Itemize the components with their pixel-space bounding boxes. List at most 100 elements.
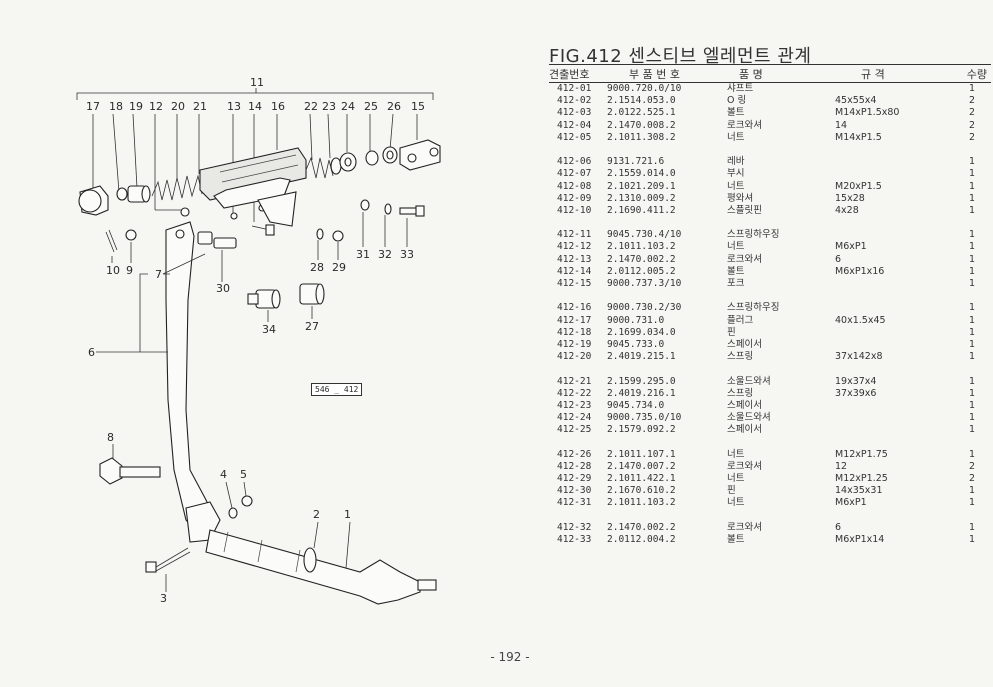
ref-number: 412-17 bbox=[557, 314, 592, 326]
nut-29 bbox=[332, 230, 344, 242]
part-spec: 6 bbox=[835, 253, 842, 265]
part-number: 2.1470.008.2 bbox=[607, 119, 676, 131]
callout-13: 13 bbox=[227, 100, 241, 113]
group-bracket-11 bbox=[76, 92, 434, 100]
part-name: 소울드와셔 bbox=[727, 412, 771, 424]
callout-14: 14 bbox=[248, 100, 262, 113]
spring-22 bbox=[305, 156, 334, 179]
ref-number: 412-22 bbox=[557, 387, 592, 399]
part-number: 2.1470.002.2 bbox=[607, 521, 676, 533]
part-spec: 4x28 bbox=[835, 204, 859, 216]
ref-number: 412-24 bbox=[557, 412, 592, 424]
part-number: 2.1599.295.0 bbox=[607, 375, 676, 387]
part-name: 볼트 bbox=[727, 533, 745, 545]
part-name: 소울드와셔 bbox=[727, 375, 771, 387]
part-number: 9000.737.3/10 bbox=[607, 278, 682, 289]
callout-7: 7 bbox=[155, 268, 162, 281]
part-name: 스프링하우징 bbox=[727, 302, 780, 314]
part-number: 2.4019.215.1 bbox=[607, 351, 676, 363]
part-number: 2.1470.007.2 bbox=[607, 460, 676, 472]
header-name: 품 명 bbox=[739, 68, 763, 81]
part-name: 로크와셔 bbox=[727, 253, 762, 265]
part-name: 볼트 bbox=[727, 107, 745, 119]
washer-9 bbox=[125, 229, 137, 241]
callout-30: 30 bbox=[216, 282, 230, 295]
nut-8 bbox=[99, 457, 161, 485]
ref-number: 412-31 bbox=[557, 497, 592, 509]
part-spec: 37x142x8 bbox=[835, 351, 883, 363]
quantity: 1 bbox=[968, 399, 975, 411]
parts-table-header: 견출번호 부 품 번 호 품 명 규 격 수량 bbox=[549, 66, 991, 82]
part-name: 너트 bbox=[727, 180, 745, 192]
ref-number: 412-06 bbox=[557, 156, 592, 168]
part-spec: 45x55x4 bbox=[835, 95, 877, 107]
part-name: 너트 bbox=[727, 448, 745, 460]
part-name: O 링 bbox=[727, 95, 747, 107]
spring-20 bbox=[151, 174, 203, 201]
part-spec: 40x1.5x45 bbox=[835, 314, 886, 326]
ref-number: 412-30 bbox=[557, 485, 592, 497]
part-number: 2.1559.014.0 bbox=[607, 168, 676, 180]
part-number: 9131.721.6 bbox=[607, 156, 665, 168]
callout-11: 11 bbox=[250, 76, 264, 89]
ref-number: 412-01 bbox=[557, 83, 592, 94]
callout-1: 1 bbox=[344, 508, 351, 521]
lock-washer-28 bbox=[316, 228, 324, 240]
part-name: 핀 bbox=[727, 326, 736, 338]
part-spec: 12 bbox=[835, 460, 848, 472]
callout-27: 27 bbox=[305, 320, 319, 333]
shaft-1 bbox=[205, 529, 437, 605]
part-name: 볼트 bbox=[727, 265, 745, 277]
ref-number: 412-14 bbox=[557, 265, 592, 277]
part-spec: M6xP1x16 bbox=[835, 265, 885, 277]
quantity: 1 bbox=[968, 485, 975, 497]
part-name: 스페이서 bbox=[727, 399, 762, 411]
header-spec: 규 격 bbox=[861, 68, 885, 81]
bolt-14 bbox=[251, 224, 275, 236]
quantity: 1 bbox=[968, 351, 975, 363]
part-number: 9000.735.0/10 bbox=[607, 412, 682, 424]
part-name: 포크 bbox=[727, 278, 745, 289]
quantity: 2 bbox=[968, 460, 975, 472]
part-name: 너트 bbox=[727, 473, 745, 484]
part-spec: 19x37x4 bbox=[835, 375, 877, 387]
quantity: 1 bbox=[968, 253, 975, 265]
part-spec: 14x35x31 bbox=[835, 485, 883, 497]
ref-number: 412-11 bbox=[557, 229, 592, 241]
quantity: 2 bbox=[968, 473, 975, 484]
part-name: 너트 bbox=[727, 241, 745, 253]
callout-22: 22 bbox=[304, 100, 318, 113]
part-number: 2.1011.107.1 bbox=[607, 448, 676, 460]
ref-number: 412-33 bbox=[557, 533, 592, 545]
ref-number: 412-09 bbox=[557, 192, 592, 204]
ref-number: 412-05 bbox=[557, 131, 592, 143]
callout-21: 21 bbox=[193, 100, 207, 113]
nut-5 bbox=[241, 495, 253, 507]
plug-17 bbox=[78, 185, 109, 216]
part-spec: 6 bbox=[835, 521, 842, 533]
part-spec: 15x28 bbox=[835, 192, 865, 204]
bush-34 bbox=[247, 289, 281, 309]
quantity: 1 bbox=[968, 338, 975, 350]
callout-33: 33 bbox=[400, 248, 414, 261]
ref-number: 412-02 bbox=[557, 95, 592, 107]
part-spec: M14xP1.5 bbox=[835, 131, 882, 143]
part-name: 평와셔 bbox=[727, 192, 754, 204]
quantity: 1 bbox=[968, 387, 975, 399]
callout-26: 26 bbox=[387, 100, 401, 113]
callout-29: 29 bbox=[332, 261, 346, 274]
callout-25: 25 bbox=[364, 100, 378, 113]
